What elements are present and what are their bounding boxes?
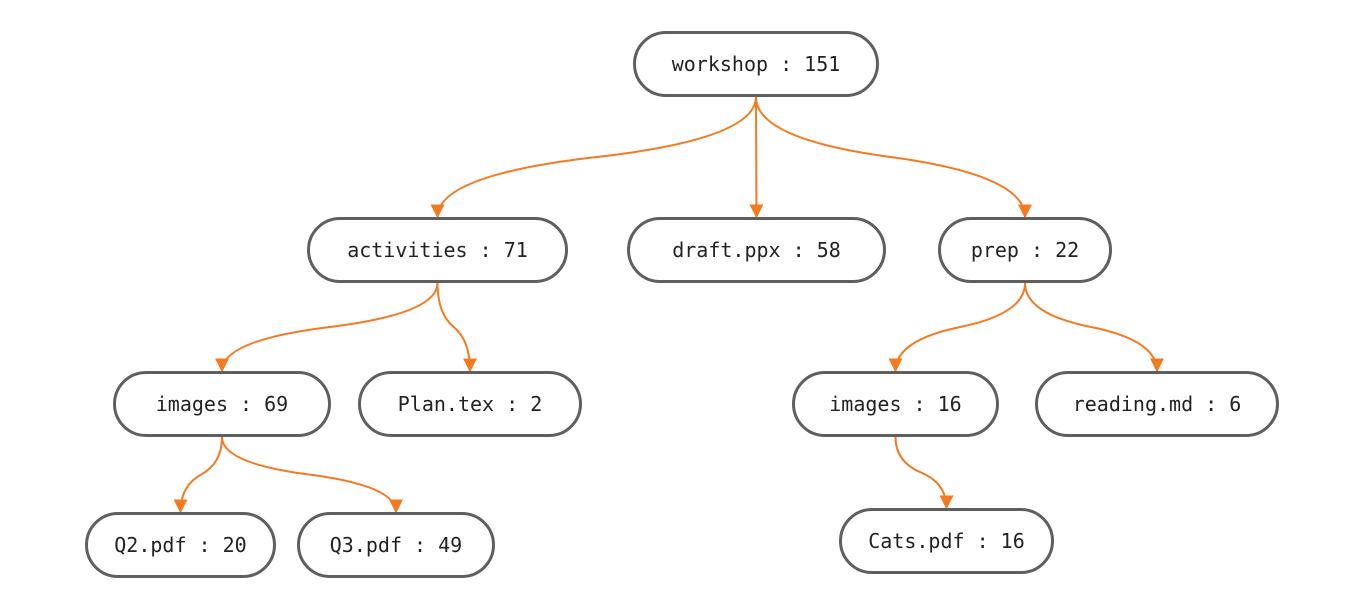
node-activities: activities : 71 [307, 217, 568, 283]
edge-activities-to-images_a [215, 282, 439, 373]
edge-images_a-to-q2 [173, 436, 223, 514]
node-images-activities: images : 69 [113, 371, 331, 437]
edge-workshop-to-activities [430, 96, 757, 219]
node-q2-pdf: Q2.pdf : 20 [85, 512, 276, 578]
node-images-prep: images : 16 [792, 371, 999, 437]
edge-workshop-to-draft [749, 96, 764, 219]
node-workshop: workshop : 151 [633, 31, 879, 97]
edge-prep-to-reading [1024, 282, 1164, 373]
node-cats-pdf: Cats.pdf : 16 [839, 508, 1054, 574]
node-reading-md: reading.md : 6 [1035, 371, 1279, 437]
node-plan-tex: Plan.tex : 2 [358, 371, 582, 437]
edge-activities-to-plan [436, 282, 477, 373]
node-q3-pdf: Q3.pdf : 49 [297, 512, 495, 578]
node-prep: prep : 22 [938, 217, 1112, 283]
edge-images_p-to-cats [894, 436, 954, 510]
edge-prep-to-images_p [888, 282, 1026, 373]
edge-workshop-to-prep [755, 96, 1032, 219]
node-draft-ppx: draft.ppx : 58 [627, 217, 886, 283]
edge-images_a-to-q3 [221, 436, 403, 514]
